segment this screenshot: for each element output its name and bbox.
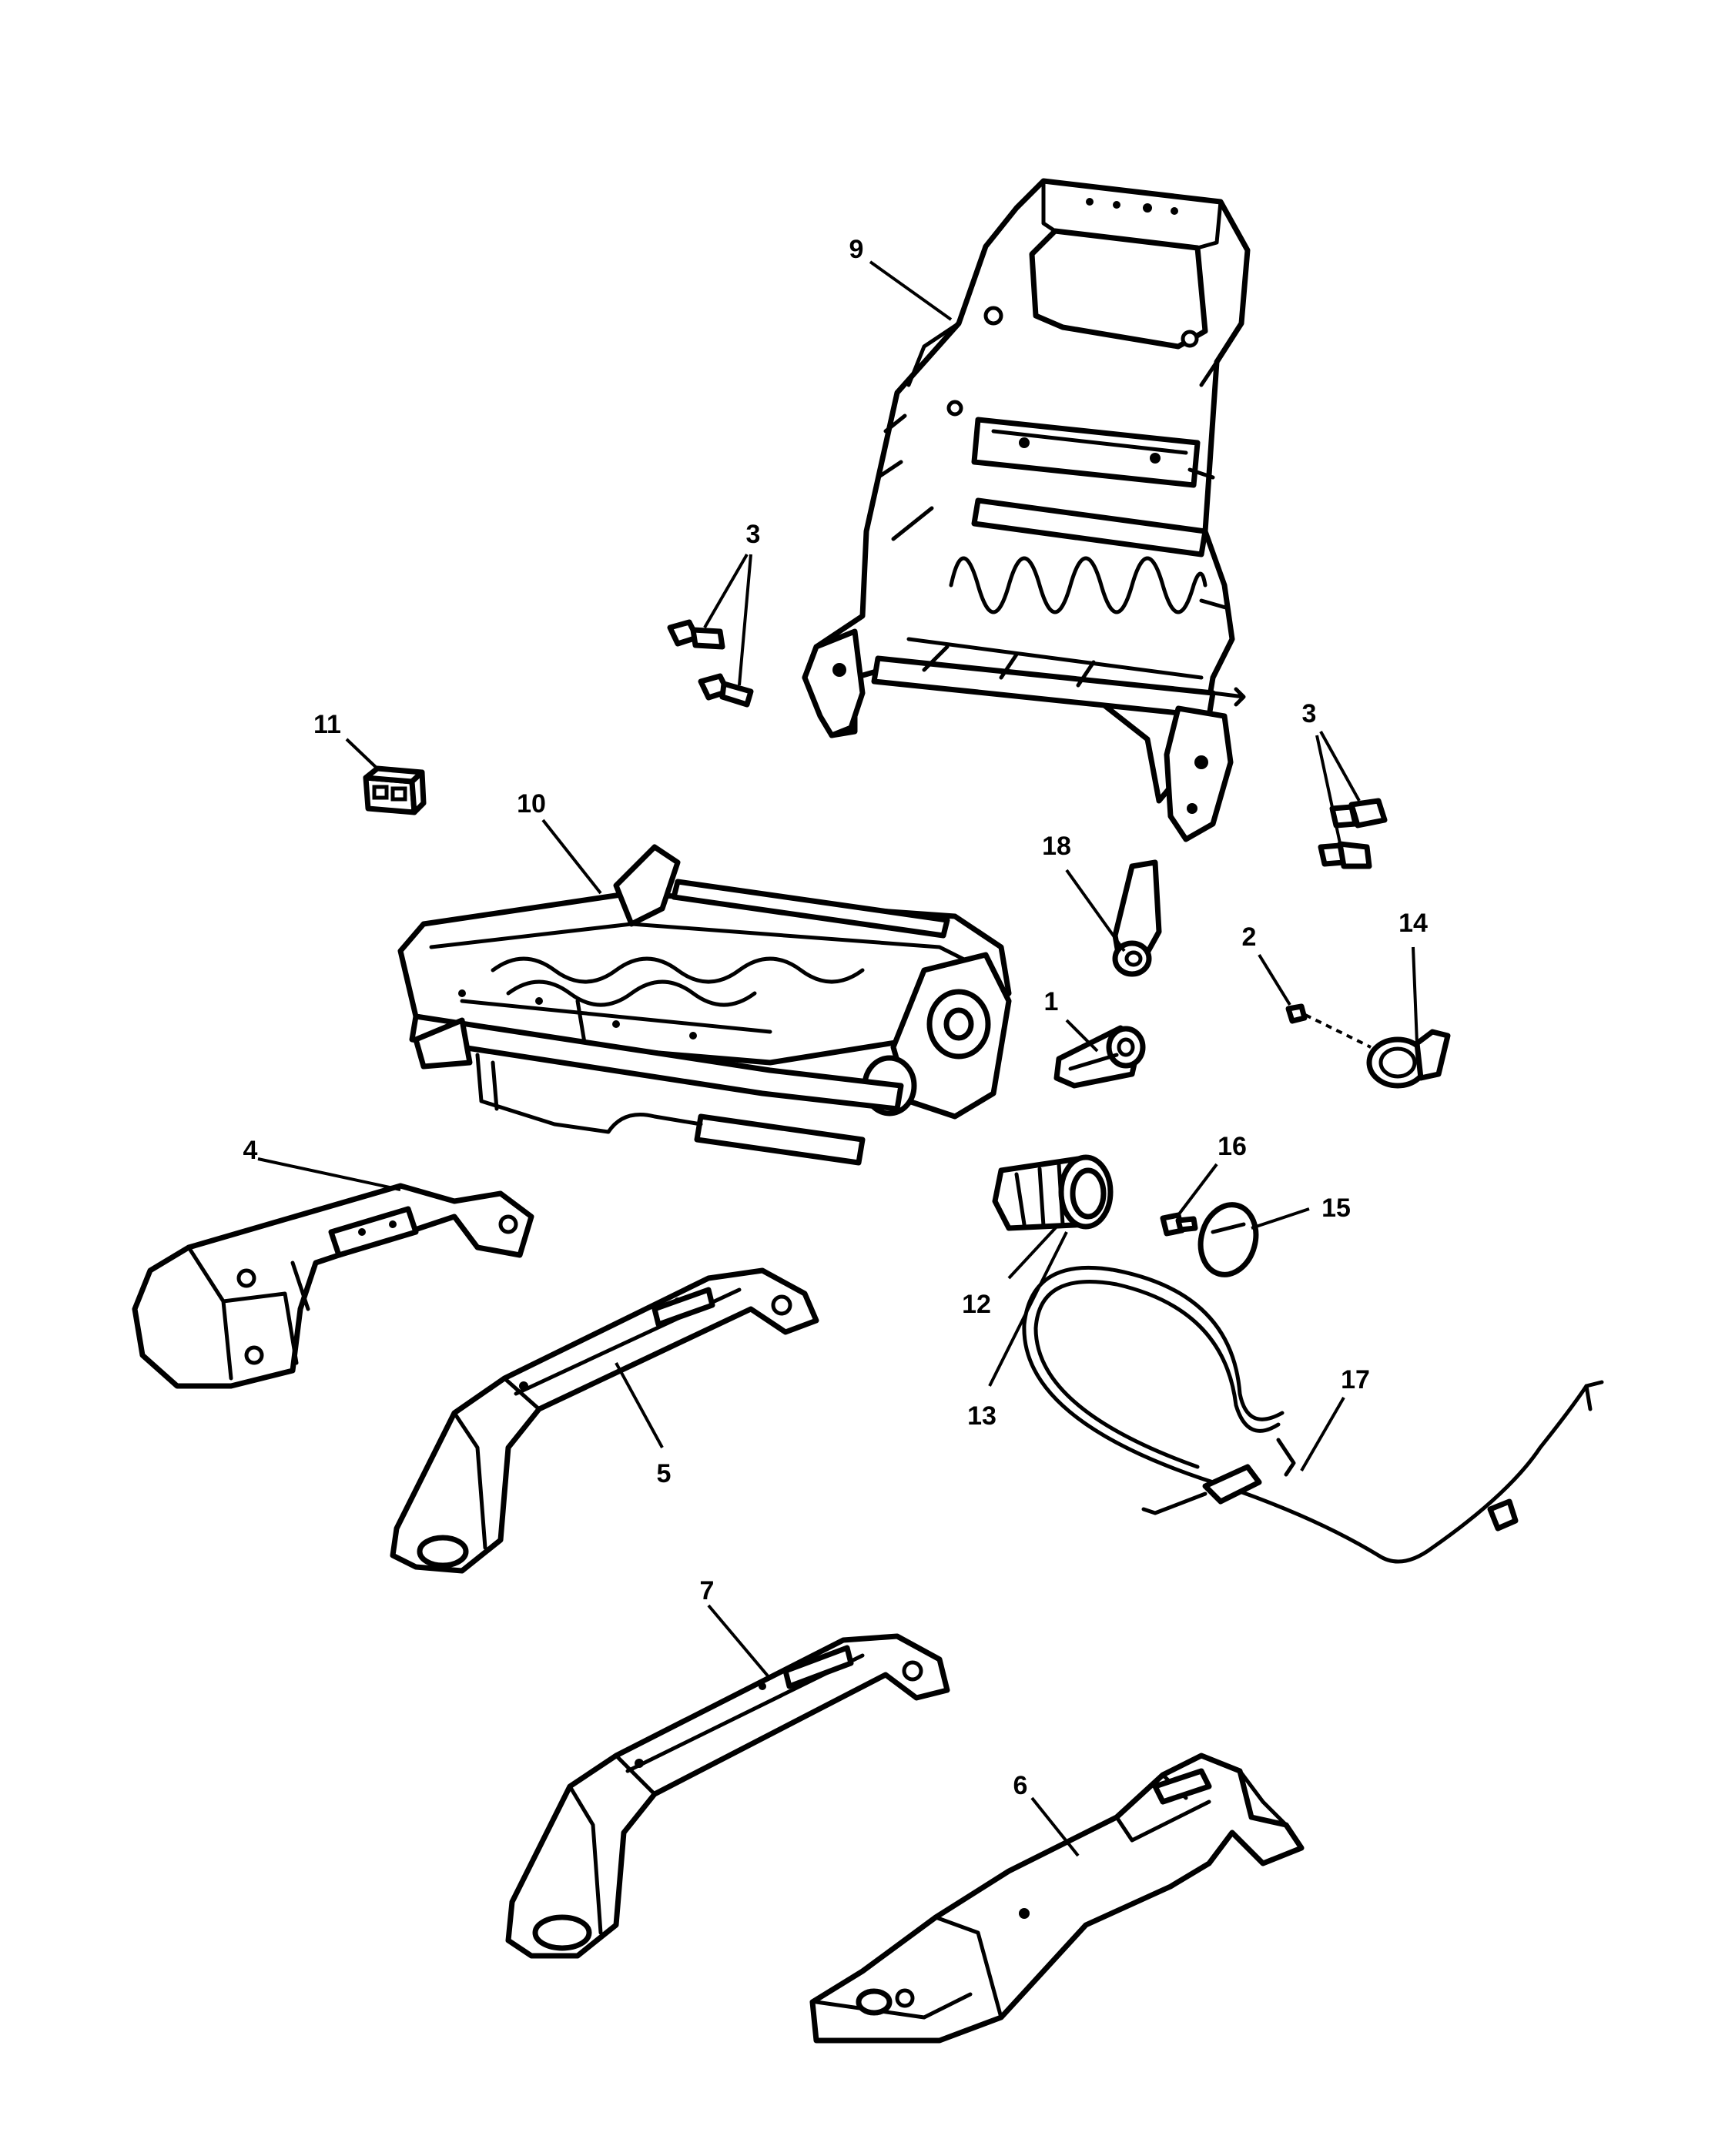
leader-12 [1007,1223,1060,1280]
callout-10: 10 [517,789,546,819]
leader-10 [541,819,602,895]
leader-2 [1258,953,1291,1006]
leader-11 [345,738,380,772]
callout-4: 4 [243,1136,258,1165]
leader-4 [257,1157,401,1191]
callout-3-right: 3 [1302,699,1317,728]
leader-7 [707,1604,772,1680]
callout-13: 13 [967,1401,996,1431]
seat-riser-rear-left [505,1633,950,1959]
callout-14: 14 [1398,909,1428,938]
callout-7: 7 [700,1576,715,1605]
leader-14 [1412,946,1419,1044]
callout-2: 2 [1242,922,1257,952]
cover-cap [1197,1202,1259,1277]
callout-9: 9 [849,235,864,264]
release-handle [1053,1025,1146,1089]
seat-riser-rear-right [809,1753,1305,2044]
bolt-upper-left [667,619,725,650]
leader-3a-upper [703,553,749,629]
bezel-clip [1366,1029,1451,1089]
screw [1285,1003,1372,1049]
leader-15 [1251,1207,1310,1230]
callout-5: 5 [657,1459,672,1488]
seat-cushion-frame [397,844,1012,1166]
bolt-lower-right [1318,841,1372,869]
callout-1: 1 [1044,987,1059,1016]
callout-12: 12 [962,1290,991,1319]
leader-5 [615,1362,664,1448]
callout-11: 11 [313,710,341,739]
seat-riser-front-right [390,1267,819,1574]
leader-lines [257,260,1419,1857]
leader-18 [1065,869,1126,952]
bolt-pair-right [1318,798,1388,869]
seat-back-frame [802,178,1251,842]
bolt-lower-left [698,673,754,708]
adjuster-knob [992,1154,1114,1231]
leader-17 [1300,1396,1345,1472]
callout-18: 18 [1042,832,1071,861]
leader-3b-upper [1319,731,1361,802]
lever-handle [1112,859,1162,977]
leader-13 [988,1231,1068,1387]
leader-9 [869,260,953,321]
leader-6 [1030,1796,1080,1857]
callout-16: 16 [1218,1132,1247,1161]
bolt-upper-right [1329,798,1388,829]
switch-module [363,765,427,815]
leader-1 [1065,1019,1099,1053]
callout-3-left: 3 [746,520,761,549]
seat-riser-front-left [132,1183,534,1389]
callout-6: 6 [1013,1771,1028,1800]
leader-16 [1177,1163,1218,1217]
callout-17: 17 [1341,1365,1370,1394]
leader-3b-lower [1315,735,1341,844]
small-screw [1160,1212,1198,1237]
cable-harness [1022,1265,1604,1564]
leader-3a-lower [738,554,752,686]
bolt-pair-left [667,619,754,708]
callout-labels: 1 2 3 3 4 5 6 7 9 10 11 12 13 14 15 16 1… [243,235,1428,1800]
callout-15: 15 [1321,1194,1351,1223]
